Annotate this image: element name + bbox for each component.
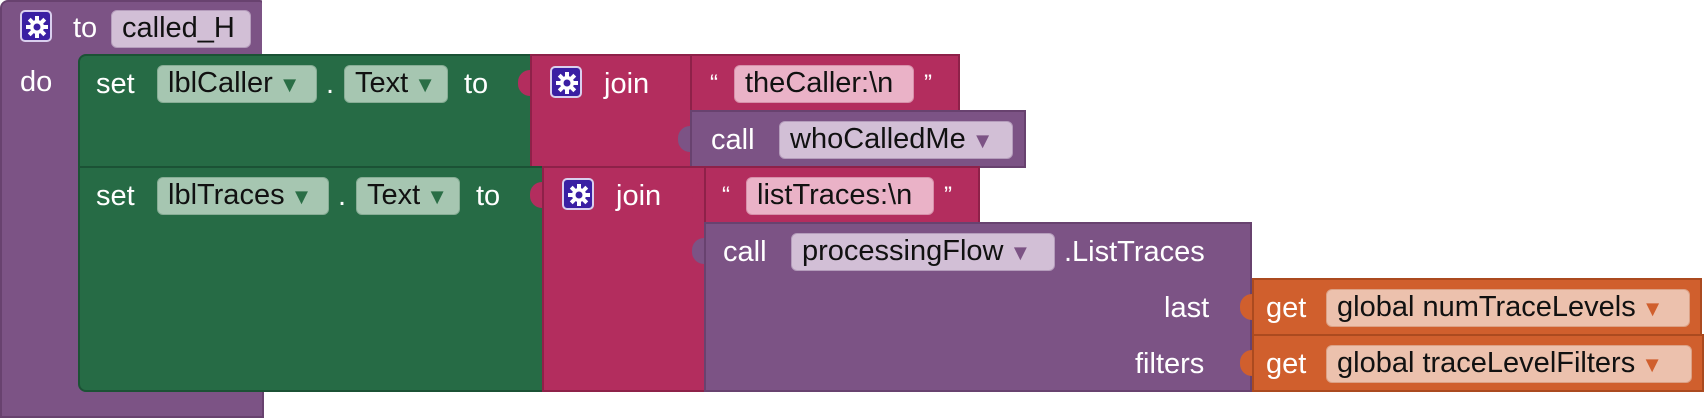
- arg-label-filters: filters: [1135, 348, 1205, 380]
- join-label: join: [604, 68, 650, 100]
- to-label: to: [476, 180, 501, 212]
- string-connector-1: [678, 70, 690, 96]
- join-connector-2: [530, 182, 542, 208]
- join-label: join: [616, 180, 662, 212]
- string-connector-2: [692, 182, 704, 208]
- join-gear-icon-2[interactable]: [562, 178, 594, 210]
- join-gear-icon-1[interactable]: [550, 66, 582, 98]
- dropdown-arrow-icon: ▼: [414, 72, 436, 97]
- open-quote: “: [710, 70, 718, 97]
- dropdown-arrow-icon: ▼: [1009, 240, 1032, 265]
- variable-name: global numTraceLevels: [1337, 291, 1636, 323]
- component-name: processingFlow: [802, 235, 1004, 267]
- procedure-do-label: do: [20, 66, 53, 98]
- property-dropdown-text[interactable]: Text▼: [356, 177, 460, 215]
- dropdown-arrow-icon: ▼: [426, 184, 448, 209]
- variable-dropdown-tracelevelfilters[interactable]: global traceLevelFilters▼: [1326, 345, 1692, 383]
- call-label: call: [711, 124, 755, 156]
- gear-icon: [556, 72, 578, 94]
- get-connector-2: [1240, 350, 1252, 376]
- procedure-gear-icon[interactable]: [20, 10, 52, 42]
- dropdown-arrow-icon: ▼: [290, 184, 313, 209]
- component-name: lblCaller: [168, 67, 273, 99]
- dropdown-arrow-icon: ▼: [1641, 352, 1663, 377]
- procedure-dropdown-whocalledme[interactable]: whoCalledMe▼: [779, 121, 1013, 159]
- component-dropdown-lblcaller[interactable]: lblCaller▼: [157, 65, 317, 103]
- procedure-name: whoCalledMe: [790, 123, 966, 155]
- component-dropdown-processingflow[interactable]: processingFlow▼: [791, 233, 1055, 271]
- get-connector-1: [1240, 294, 1252, 320]
- dropdown-arrow-icon: ▼: [278, 72, 301, 97]
- procedure-bottom-cap: [0, 394, 264, 418]
- property-name: Text: [355, 67, 409, 99]
- get-label: get: [1266, 292, 1307, 324]
- string-value-field-2[interactable]: listTraces:\n: [746, 177, 934, 215]
- dot-label: .: [338, 180, 347, 212]
- dropdown-arrow-icon: ▼: [1641, 296, 1664, 321]
- dropdown-arrow-icon: ▼: [971, 128, 994, 153]
- property-dropdown-text[interactable]: Text▼: [344, 65, 448, 103]
- get-label: get: [1266, 348, 1307, 380]
- property-name: Text: [367, 179, 421, 211]
- gear-icon: [26, 16, 48, 38]
- procedure-header-mask: [262, 0, 362, 56]
- method-name: .ListTraces: [1064, 236, 1205, 268]
- variable-name: global traceLevelFilters: [1337, 347, 1636, 379]
- procedure-to-label: to: [73, 12, 98, 44]
- variable-dropdown-numtracelevels[interactable]: global numTraceLevels▼: [1326, 289, 1690, 327]
- arg-label-last: last: [1164, 292, 1210, 324]
- string-value-field-1[interactable]: theCaller:\n: [734, 65, 914, 103]
- call-label: call: [723, 236, 767, 268]
- set-label: set: [96, 68, 135, 100]
- call-connector-2: [692, 238, 704, 264]
- component-dropdown-lbltraces[interactable]: lblTraces▼: [157, 177, 329, 215]
- to-label: to: [464, 68, 489, 100]
- dot-label: .: [326, 68, 335, 100]
- open-quote: “: [722, 182, 730, 209]
- component-name: lblTraces: [168, 179, 285, 211]
- close-quote: ”: [944, 182, 952, 209]
- procedure-name-field[interactable]: called_H: [111, 10, 251, 48]
- join-connector-1: [518, 70, 530, 96]
- set-label: set: [96, 180, 135, 212]
- call-connector-1: [678, 126, 690, 152]
- gear-icon: [568, 184, 590, 206]
- close-quote: ”: [924, 70, 932, 97]
